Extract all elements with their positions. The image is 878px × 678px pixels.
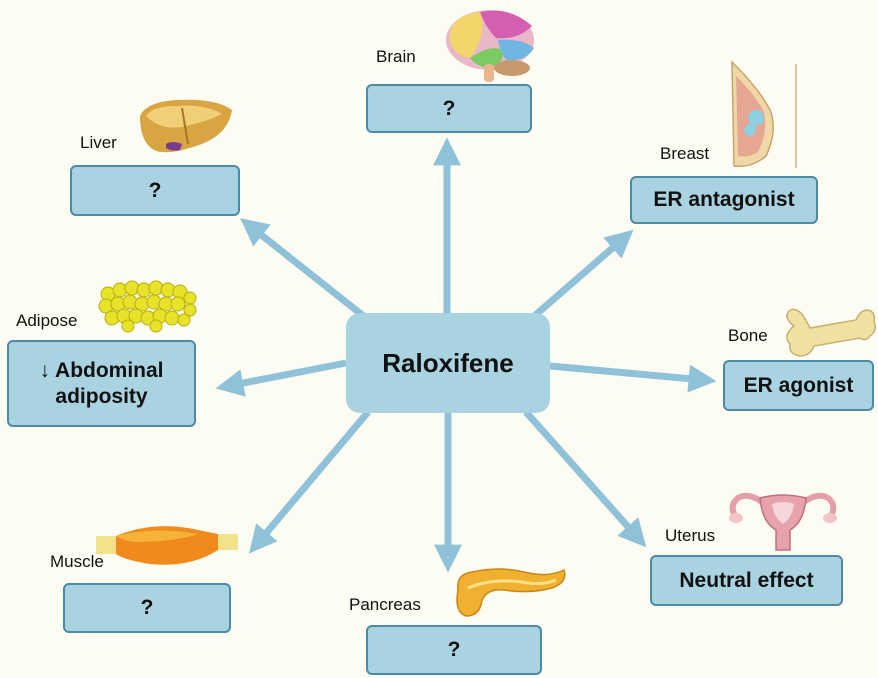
- pancreas-effect-box: ?: [366, 625, 542, 675]
- brain-effect-box: ?: [366, 84, 532, 133]
- adipose-effect-line1: ↓ Abdominal: [39, 358, 163, 383]
- arrow-to-adipose: [228, 363, 346, 386]
- bone-icon: [780, 306, 878, 362]
- muscle-effect: ?: [141, 595, 154, 620]
- muscle-icon: [94, 520, 240, 570]
- pancreas-effect: ?: [448, 637, 461, 662]
- brain-effect: ?: [443, 96, 456, 121]
- adipose-label: Adipose: [16, 311, 77, 331]
- brain-icon: [440, 4, 550, 84]
- adipose-effect-box: ↓ Abdominal adiposity: [7, 340, 196, 427]
- arrow-to-muscle: [257, 412, 368, 544]
- arrow-to-liver: [250, 226, 366, 318]
- raloxifene-node: Raloxifene: [346, 313, 550, 413]
- liver-effect-box: ?: [70, 165, 240, 216]
- liver-effect: ?: [149, 178, 162, 203]
- breast-effect-box: ER antagonist: [630, 176, 818, 224]
- arrow-to-bone: [550, 366, 704, 380]
- breast-label: Breast: [660, 144, 709, 164]
- uterus-effect: Neutral effect: [679, 568, 813, 593]
- bone-effect-box: ER agonist: [723, 360, 874, 411]
- brain-label: Brain: [376, 47, 416, 67]
- breast-icon: [726, 60, 802, 170]
- muscle-label: Muscle: [50, 552, 104, 572]
- uterus-label: Uterus: [665, 526, 715, 546]
- adipose-effect-line2: adiposity: [55, 384, 147, 409]
- arrow-to-uterus: [526, 412, 638, 538]
- pancreas-icon: [452, 560, 568, 622]
- raloxifene-label: Raloxifene: [382, 348, 514, 379]
- uterus-icon: [728, 488, 838, 556]
- liver-icon: [136, 96, 236, 162]
- breast-effect: ER antagonist: [653, 187, 794, 212]
- adipose-icon: [98, 278, 198, 334]
- pancreas-label: Pancreas: [349, 595, 421, 615]
- bone-effect: ER agonist: [744, 373, 854, 398]
- muscle-effect-box: ?: [63, 583, 231, 633]
- uterus-effect-box: Neutral effect: [650, 555, 843, 606]
- liver-label: Liver: [80, 133, 117, 153]
- bone-label: Bone: [728, 326, 768, 346]
- arrow-to-breast: [532, 238, 624, 318]
